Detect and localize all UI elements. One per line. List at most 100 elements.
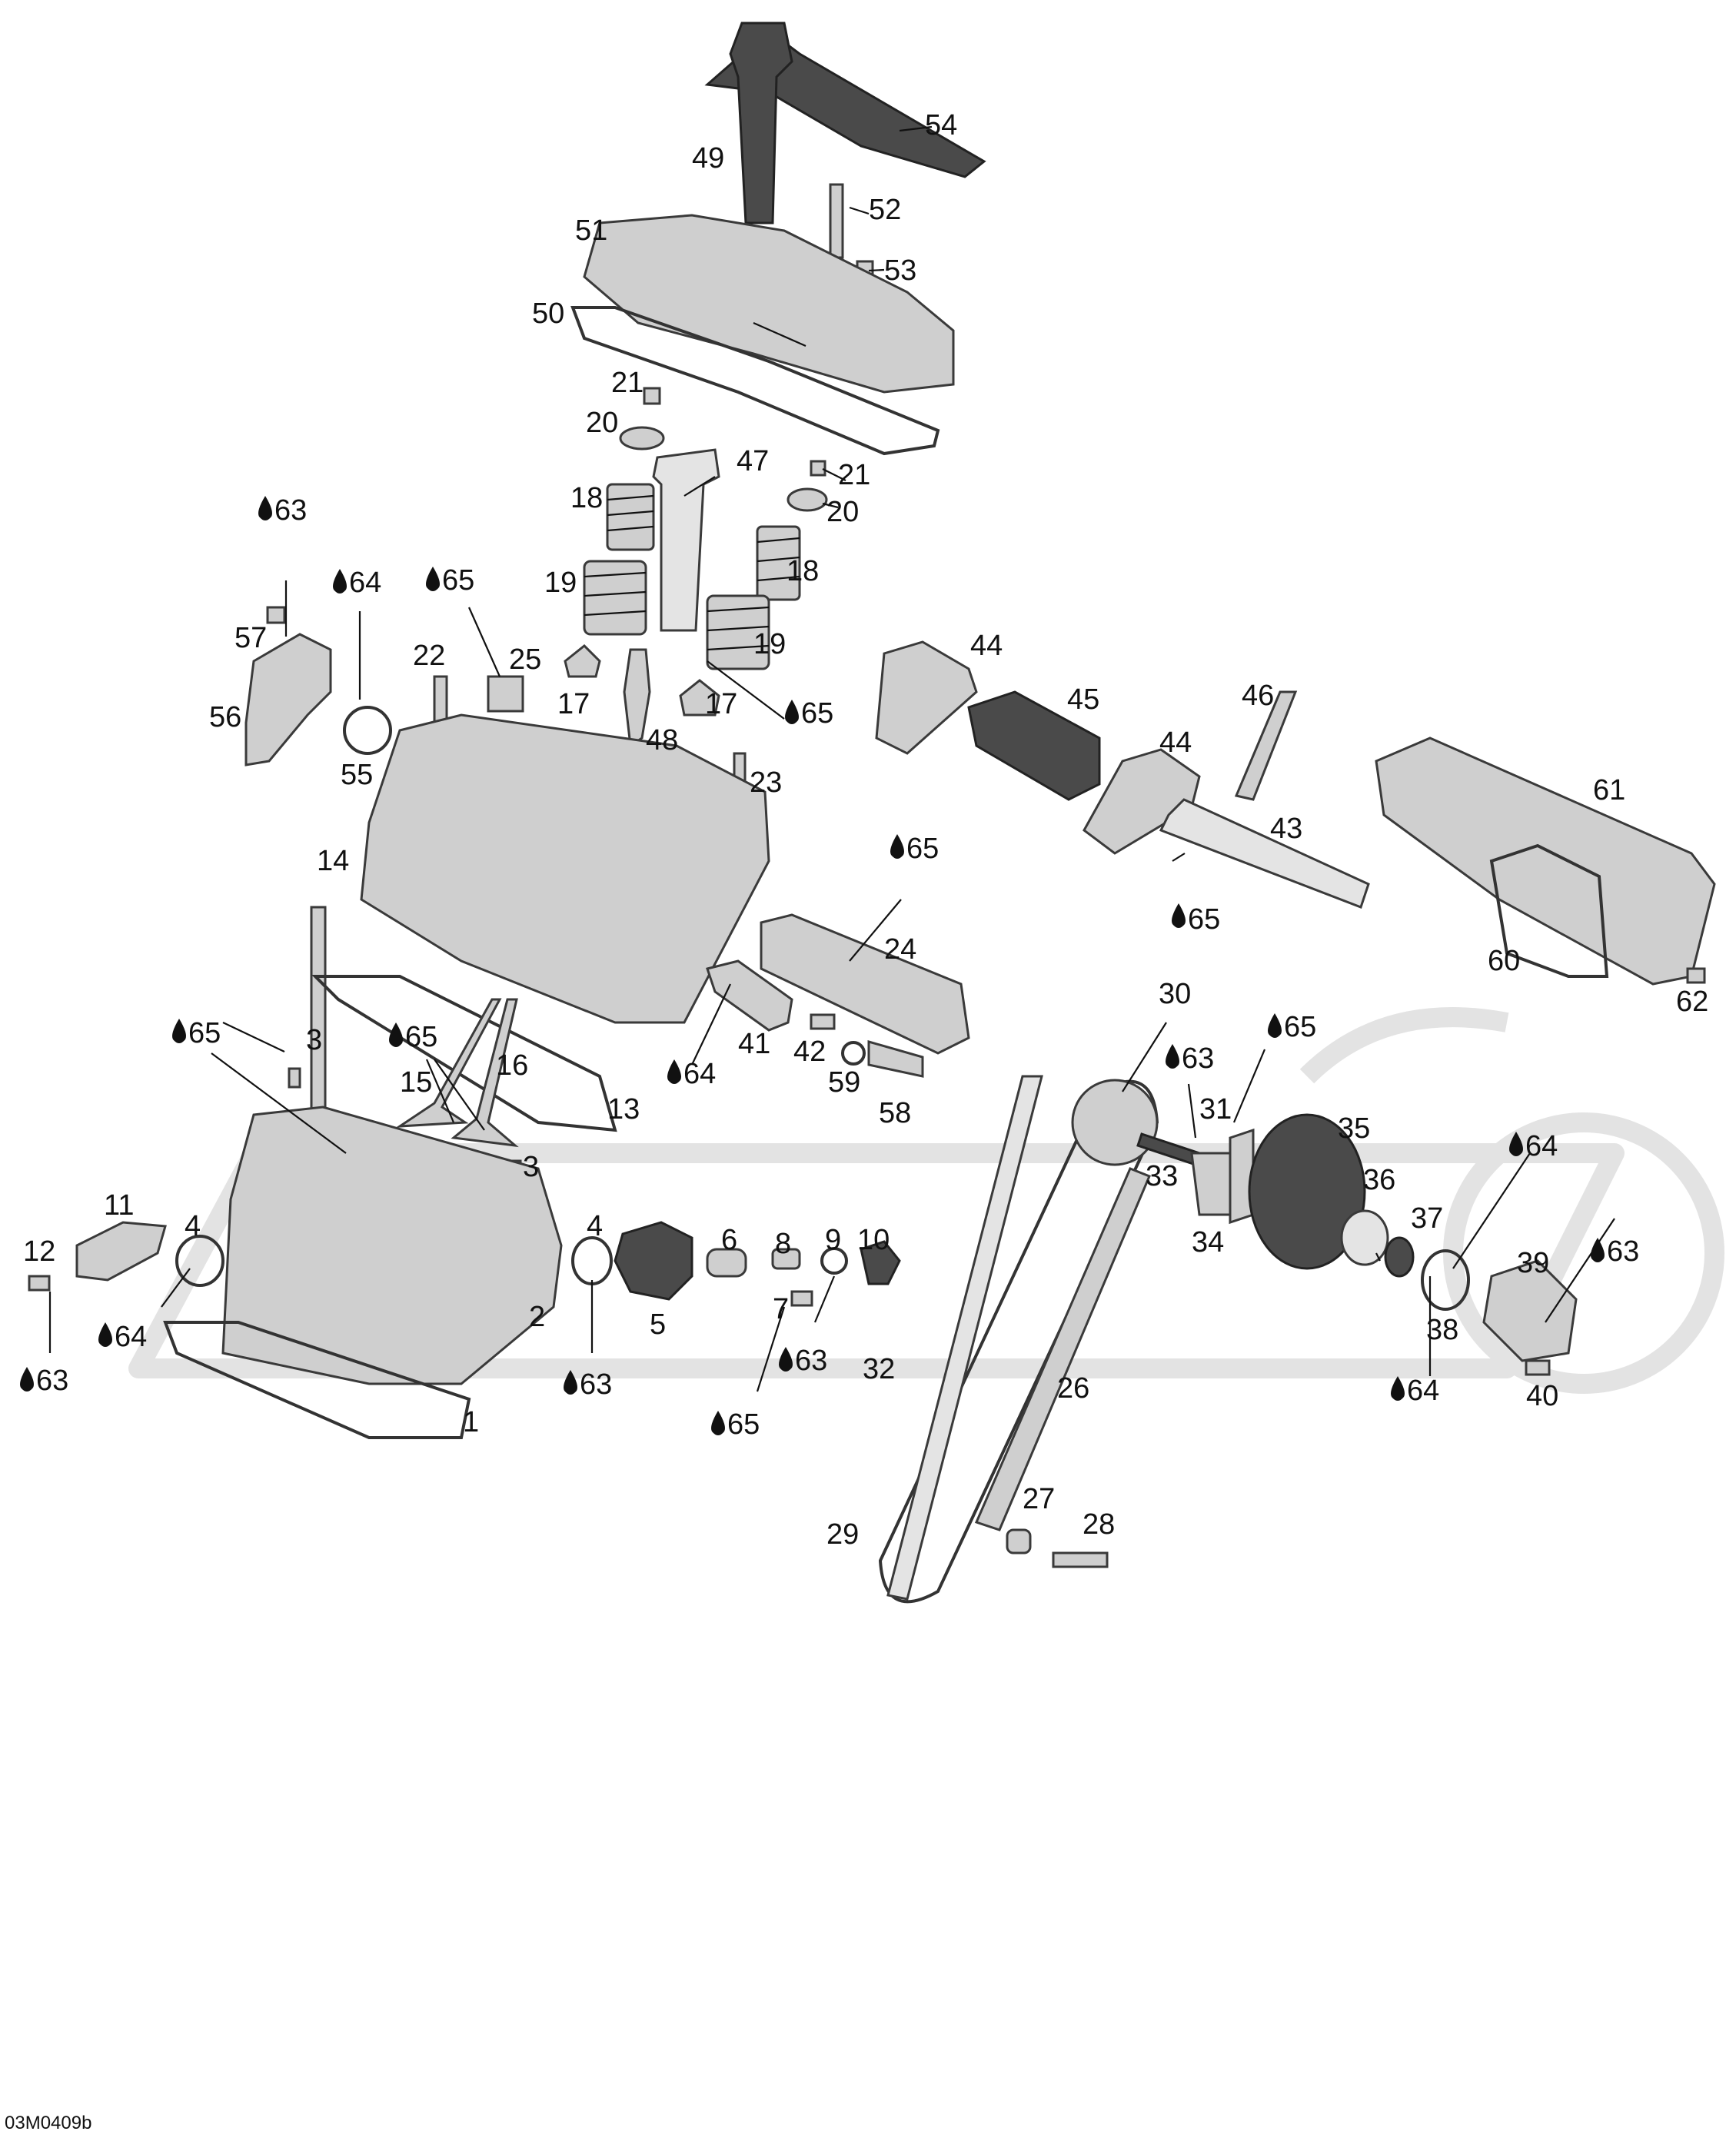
part-6-plunger [706,1248,747,1278]
callout-52: 52 [869,194,901,226]
lube-note-65h: 64 [1391,1375,1439,1407]
part-50-cover-gasket [570,306,940,456]
part-1-base-gasket [163,1321,471,1439]
part-52-bolt [829,183,844,259]
callout-46: 46 [1242,680,1274,712]
lube-note-64f: 63 [779,1345,827,1377]
part-26-tensioner-guide [974,1167,1151,1531]
callout-31: 31 [1199,1093,1232,1126]
part-10-plug [860,1240,901,1285]
callout-41: 41 [738,1028,770,1060]
callout-5: 5 [650,1308,666,1341]
part-19-valve-spring-b [706,594,770,670]
part-49-ignition-coil [729,22,793,224]
lube-note-65e: 65 [172,1017,221,1049]
lube-note-65g: 65 [1268,1011,1316,1043]
lube-note-64e: 63 [564,1368,612,1401]
part-59-seal [841,1041,866,1066]
lube-note-65b: 65 [785,697,833,730]
callout-12: 12 [23,1235,55,1268]
callout-26: 26 [1057,1372,1089,1405]
part-21-keeper [643,387,661,405]
lube-note-63b: 63 [1166,1042,1214,1075]
lube-note-64b: 64 [667,1058,716,1090]
lube-note-64c: 64 [1509,1130,1558,1162]
svg-text:64: 64 [349,567,381,599]
callout-20b: 20 [826,496,859,528]
callout-17: 17 [557,688,590,720]
callout-62: 62 [1676,986,1708,1018]
part-20-retainer [619,426,665,451]
callout-21: 21 [611,367,644,399]
callout-30: 30 [1159,978,1191,1010]
callout-37: 37 [1411,1202,1443,1235]
lube-note-65c: 65 [890,833,939,865]
lube-note-63d: 63 [20,1365,68,1397]
callout-45: 45 [1067,683,1099,716]
callout-33: 33 [1146,1160,1178,1192]
callout-60: 60 [1488,945,1520,977]
lube-note-64: 64 [333,567,381,599]
lube-note-63c: 63 [1591,1235,1639,1268]
part-34-bracket [1190,1152,1232,1216]
part-36-washer [1340,1209,1389,1266]
callout-54: 54 [925,109,957,141]
document-code: 03M0409b [5,2113,92,2133]
part-51-valve-cover [583,214,955,394]
callout-18b: 18 [787,555,819,587]
callout-39: 39 [1517,1247,1549,1279]
svg-text:63: 63 [795,1345,827,1377]
callout-2: 2 [529,1301,545,1333]
callout-9: 9 [825,1224,841,1256]
svg-text:64: 64 [1525,1130,1558,1162]
part-20-retainer-b [787,487,828,512]
svg-text:65: 65 [1188,903,1220,936]
lube-note-65f: 65 [389,1021,437,1053]
callout-44: 44 [970,630,1003,662]
callout-18: 18 [570,482,603,514]
callout-47: 47 [737,445,769,477]
callout-16: 16 [496,1049,528,1082]
part-41-sensor [706,959,793,1032]
part-32-chain-guide [886,1075,1043,1601]
callout-8: 8 [775,1228,791,1260]
part-28-bolt [1052,1551,1109,1568]
part-8-spring [771,1248,801,1270]
svg-text:65: 65 [405,1021,437,1053]
callout-25: 25 [509,643,541,676]
part-18-valve-spring [606,483,655,551]
part-12-bolt [28,1275,51,1292]
part-14-stud [310,906,327,1116]
part-2-cylinder [221,1106,563,1385]
callout-6: 6 [721,1224,737,1256]
part-13-head-gasket [311,975,617,1132]
callout-27: 27 [1023,1483,1055,1515]
part-18-valve-spring-b [756,525,801,601]
callout-3: 3 [306,1024,322,1056]
callout-50: 50 [532,298,564,330]
callout-36: 36 [1363,1164,1395,1196]
callout-32: 32 [863,1353,895,1385]
part-58-sensor [867,1040,924,1078]
callout-35: 35 [1338,1112,1370,1145]
svg-text:63: 63 [36,1365,68,1397]
part-43-rocker-shaft [1159,798,1370,909]
part-15-exhaust-valve [395,998,502,1128]
part-44-rocker-arm [875,640,978,755]
callout-56: 56 [209,701,241,733]
part-48-spark-plug [623,648,651,748]
svg-text:65: 65 [1284,1011,1316,1043]
lubricant-notes: 63 64 65 65 65 65 65 65 [20,494,1639,1441]
callout-22: 22 [413,640,445,672]
callout-51: 51 [575,214,607,247]
callout-10: 10 [857,1224,890,1256]
callout-1: 1 [463,1406,479,1438]
callout-21b: 21 [838,459,870,491]
callout-13: 13 [607,1093,640,1126]
callout-28: 28 [1083,1508,1115,1541]
part-17-valve-seal-b [679,679,720,717]
part-27-spacer [1006,1528,1032,1554]
part-62-bolt [1686,967,1706,984]
part-37-bearing [1384,1236,1415,1278]
part-56-water-outlet [244,633,332,766]
